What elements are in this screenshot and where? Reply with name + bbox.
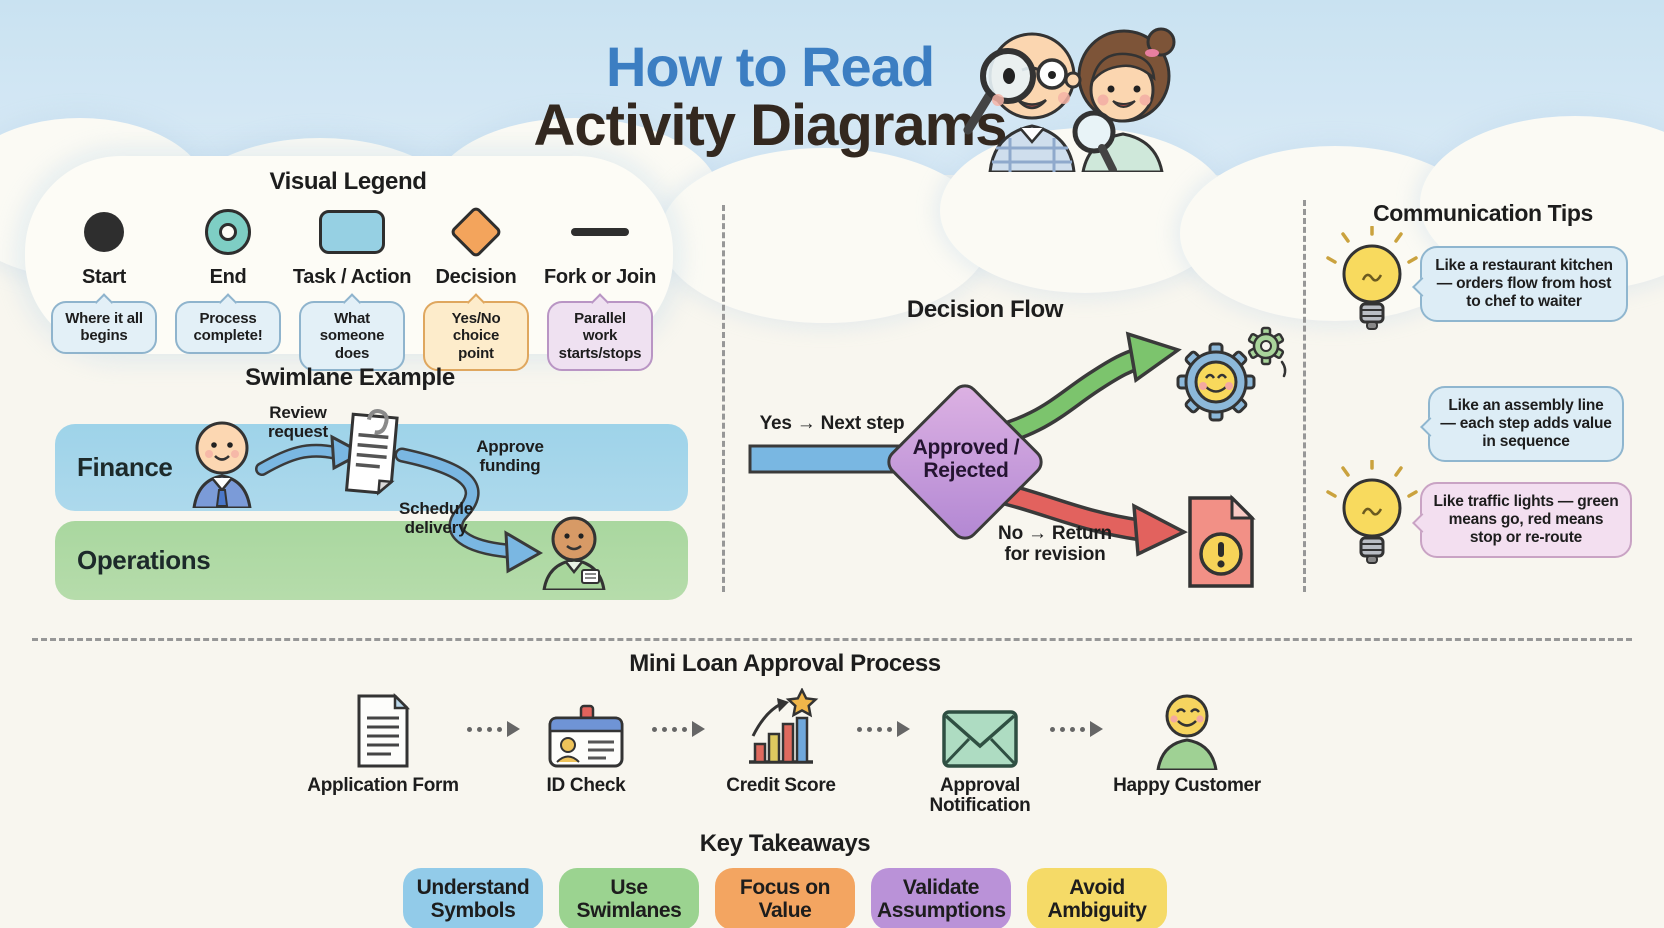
key-takeaways-title: Key Takeaways	[699, 829, 871, 857]
swimlane-title: Swimlane Example	[245, 364, 455, 391]
step-label: Application Form	[307, 775, 459, 796]
dotted-arrow-icon	[857, 688, 910, 770]
takeaway-pill: Understand Symbols	[403, 867, 543, 928]
step-label: Happy Customer	[1113, 775, 1261, 796]
legend-item-end: End Process complete!	[166, 202, 290, 371]
step-label: Approval Notification	[929, 775, 1031, 816]
fork-join-bar-icon	[571, 228, 629, 236]
page-title-line2: Activity Diagrams	[533, 93, 1008, 158]
process-title: Mini Loan Approval Process	[629, 650, 941, 677]
decision-diamond-icon	[449, 205, 503, 259]
process-step: ID Check	[528, 688, 644, 796]
operations-person-icon	[542, 516, 606, 590]
legend-item-fork-join: Fork or Join Parallel work starts/stops	[538, 202, 662, 371]
cloud-shape	[660, 148, 990, 323]
document-paperclip-icon	[344, 409, 399, 496]
step-label: ID Check	[546, 775, 626, 796]
dotted-arrow-icon	[467, 688, 520, 770]
envelope-icon	[938, 688, 1022, 770]
process-step: Approval Notification	[918, 688, 1042, 816]
woman-with-magnifier	[1072, 27, 1176, 172]
legend-bubble: What someone does	[299, 301, 405, 371]
legend-title: Visual Legend	[269, 168, 427, 195]
legend-item-start: Start Where it all begins	[42, 202, 166, 371]
legend-item-task: Task / Action What someone does	[290, 202, 414, 371]
lane-label: Finance	[77, 452, 173, 482]
dotted-arrow-icon	[652, 688, 705, 770]
legend-bubble: Process complete!	[175, 301, 281, 354]
happy-gear-icon	[1176, 326, 1287, 422]
people-with-magnifiers-illustration	[963, 27, 1176, 172]
process-step: Credit Score	[713, 688, 849, 796]
annotation-review-request: Review request	[267, 403, 328, 441]
decision-diamond-label: Approved / Rejected	[912, 436, 1020, 483]
decision-flow-title: Decision Flow	[906, 296, 1064, 323]
man-with-magnifier	[963, 32, 1082, 172]
application-form-icon	[351, 688, 415, 770]
loan-process-flow: Application Form ID Check	[0, 688, 1570, 816]
legend-label: Decision	[435, 266, 517, 288]
vertical-divider-right	[1303, 200, 1306, 592]
tip-bubble-assembly: Like an assembly line — each step adds v…	[1428, 386, 1624, 462]
key-takeaways: Understand Symbols Use Swimlanes Focus o…	[0, 867, 1570, 928]
legend-bubble: Parallel work starts/stops	[547, 301, 653, 371]
communication-tips-title: Communication Tips	[1373, 200, 1593, 226]
annotation-schedule-delivery: Schedule delivery	[399, 499, 473, 537]
id-card-icon	[544, 688, 628, 770]
legend-label: Start	[81, 266, 127, 288]
tip-bubble-traffic-lights: Like traffic lights — green means go, re…	[1420, 482, 1632, 558]
end-ring-icon	[205, 209, 251, 255]
page-title-line1: How to Read	[605, 35, 935, 98]
legend-item-decision: Decision Yes/No choice point	[414, 202, 538, 371]
legend-label: Fork or Join	[544, 266, 656, 288]
horizontal-divider	[32, 638, 1632, 641]
legend-bubble: Yes/No choice point	[423, 301, 529, 371]
lane-label: Operations	[77, 545, 211, 575]
vertical-divider-left	[722, 205, 725, 592]
takeaway-pill: Focus on Value	[715, 867, 855, 928]
cloud-shape	[940, 128, 1230, 293]
yes-branch-label: Yes → Next step	[759, 413, 905, 434]
task-rectangle-icon	[319, 210, 385, 254]
annotation-approve-funding: Approve funding	[476, 437, 544, 475]
lightbulb-icon	[1326, 226, 1418, 330]
process-step: Application Form	[307, 688, 459, 796]
dotted-arrow-icon	[1050, 688, 1103, 770]
no-branch-label: No → Return for revision	[998, 523, 1112, 565]
start-circle-icon	[84, 212, 124, 252]
visual-legend: Start Where it all begins End Process co…	[42, 202, 662, 371]
takeaway-pill: Validate Assumptions	[871, 867, 1011, 928]
takeaway-pill: Use Swimlanes	[559, 867, 699, 928]
credit-score-icon	[739, 688, 823, 770]
happy-customer-icon	[1152, 688, 1222, 770]
tip-bubble-restaurant: Like a restaurant kitchen — orders flow …	[1420, 246, 1628, 322]
bottom-section: Mini Loan Approval Process Application F…	[0, 650, 1570, 928]
finance-person-icon	[192, 421, 252, 508]
lightbulb-icon	[1326, 460, 1418, 564]
process-step: Happy Customer	[1111, 688, 1263, 796]
legend-label: End	[209, 266, 247, 288]
legend-label: Task / Action	[292, 266, 412, 288]
swimlane-arrows	[255, 434, 544, 574]
legend-bubble: Where it all begins	[51, 301, 157, 354]
step-label: Credit Score	[726, 775, 836, 796]
takeaway-pill: Avoid Ambiguity	[1027, 867, 1167, 928]
rejected-document-icon	[1188, 494, 1256, 588]
